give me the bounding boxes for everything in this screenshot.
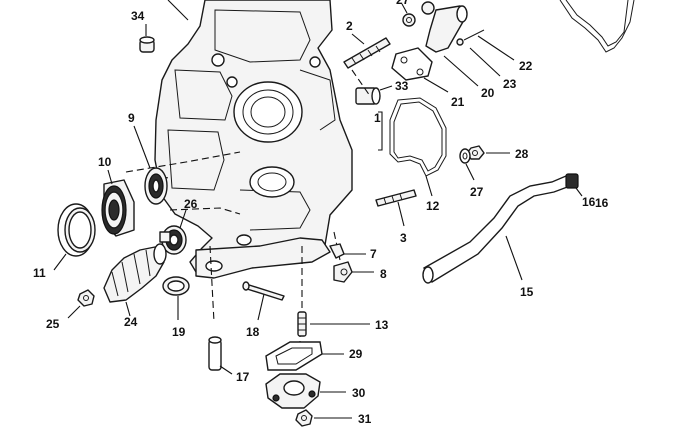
callout-13: 13	[375, 318, 389, 332]
part-29-gasket	[265, 341, 344, 371]
callout-1: 1	[374, 111, 381, 125]
callout-10: 10	[98, 155, 112, 169]
callout-26: 26	[184, 197, 198, 211]
part-10-bearing	[101, 169, 135, 237]
part-28-nut	[466, 145, 510, 160]
callout-34: 34	[131, 9, 145, 23]
part-2-stud	[343, 33, 391, 69]
callout-30: 30	[352, 386, 366, 400]
top-fitting-group	[391, 1, 515, 93]
callout-28: 28	[515, 147, 529, 161]
callout-15: 15	[520, 285, 534, 299]
callout-labels: 27 34 2 22 23 20 21 33 1 9 10 28 27 12 1…	[33, 0, 609, 426]
callout-22: 22	[519, 59, 533, 73]
callout-16: 16	[582, 195, 596, 209]
part-34-plug	[139, 24, 155, 53]
part-25-nut	[67, 289, 95, 319]
callout-3: 3	[400, 231, 407, 245]
callout-27: 27	[470, 185, 484, 199]
callout-12: 12	[426, 199, 440, 213]
part-7-fitting	[329, 243, 366, 259]
part-31-nut	[295, 409, 352, 427]
part-1-bracket	[378, 111, 383, 151]
top-right-gasket	[559, 0, 635, 53]
callout-23: 23	[503, 77, 517, 91]
part-18-screw	[242, 281, 285, 321]
callout-8: 8	[380, 267, 387, 281]
part-24-boot	[103, 243, 167, 317]
callout-25: 25	[46, 317, 60, 331]
callout-24: 24	[124, 315, 138, 329]
callout-16b: 16	[595, 196, 609, 210]
part-8-fitting	[333, 261, 374, 283]
callout-20: 20	[481, 86, 495, 100]
callout-33: 33	[395, 79, 409, 93]
callout-11: 11	[33, 266, 46, 280]
callout-17: 17	[236, 370, 250, 384]
callout-29: 29	[349, 347, 363, 361]
part-15-hose	[422, 175, 571, 284]
callout-7: 7	[370, 247, 377, 261]
part-13-stud	[297, 311, 370, 337]
callout-27-top: 27	[396, 0, 410, 7]
callout-9: 9	[128, 111, 135, 125]
part-19-clamp	[162, 276, 190, 320]
callout-31: 31	[358, 412, 372, 426]
callout-2: 2	[346, 19, 353, 33]
part-30-pump	[265, 373, 346, 409]
part-9-seal	[133, 125, 168, 205]
part-3-stud	[375, 189, 417, 227]
part-27-washer	[459, 148, 475, 181]
callout-19: 19	[172, 325, 186, 339]
part-12-gasket	[389, 97, 447, 197]
part-11-ring	[53, 203, 96, 271]
part-17-pin	[208, 336, 233, 375]
callout-21: 21	[451, 95, 465, 109]
main-housing	[154, 0, 353, 279]
callout-18: 18	[246, 325, 260, 339]
part-16-clamp	[565, 173, 583, 197]
part-26-seal	[159, 209, 187, 255]
part-33-bushing	[355, 85, 393, 105]
